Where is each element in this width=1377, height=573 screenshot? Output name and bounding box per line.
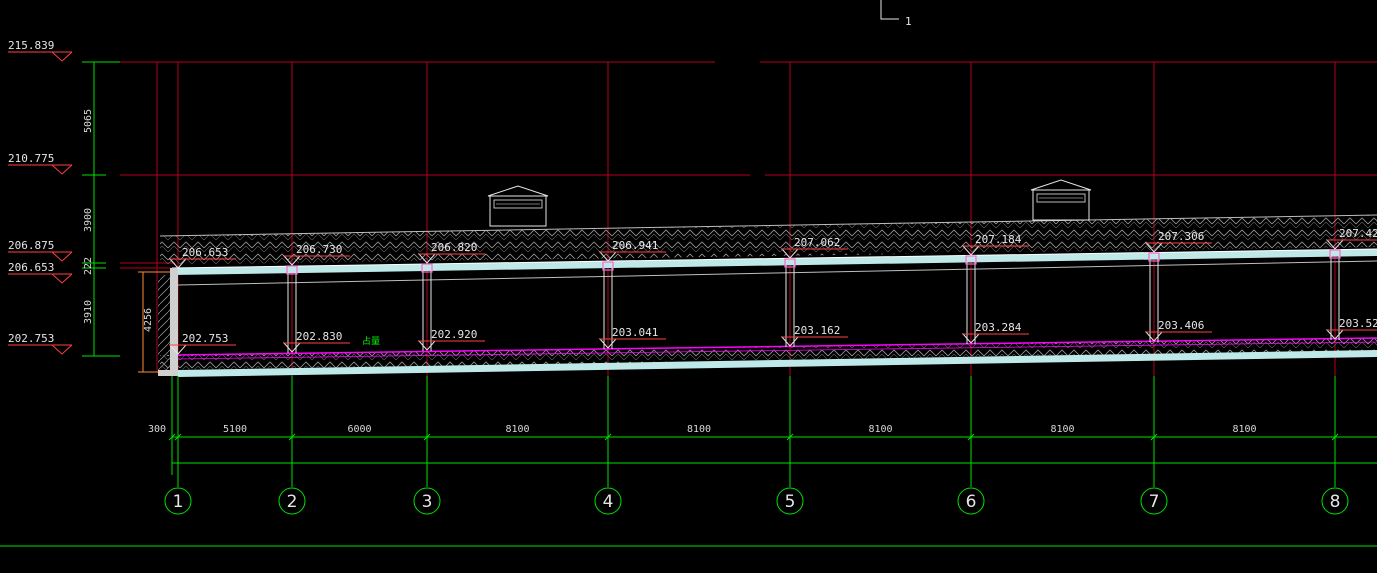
roof-elevation-marker: 206.941 bbox=[598, 239, 666, 262]
floor-elevation-marker: 202.753 bbox=[168, 332, 236, 355]
roof-elevation-label: 207.184 bbox=[975, 233, 1022, 246]
end-wall bbox=[170, 268, 178, 372]
roof-elevation-label: 207.306 bbox=[1158, 230, 1204, 243]
red-elevation-lines bbox=[120, 61, 1377, 269]
roof-elevation-marker: 206.820 bbox=[417, 241, 485, 264]
end-wall-cap bbox=[158, 370, 178, 376]
axis-label: 1 bbox=[173, 492, 184, 512]
backfill-soil bbox=[160, 215, 1377, 265]
floor-elevation-marker: 203.162 bbox=[780, 324, 848, 347]
floor-elevation-label: 202.753 bbox=[182, 332, 228, 345]
axis-bubble: 8 bbox=[1321, 475, 1349, 515]
roof-elevation-marker: 206.730 bbox=[282, 243, 350, 266]
floor-elevation-label: 203.406 bbox=[1158, 319, 1204, 332]
span-dimension-label: 8100 bbox=[1232, 424, 1256, 435]
column bbox=[421, 263, 433, 351]
roof-elevation-label: 207.062 bbox=[794, 236, 840, 249]
span-dimension-label: 8100 bbox=[868, 424, 892, 435]
floor-elevation-label: 203.041 bbox=[612, 326, 658, 339]
vdim-5065: 5065 bbox=[83, 109, 94, 133]
axis-bubbles: 1 2 3 4 5 6 7 8 bbox=[164, 475, 1349, 515]
left-elevation-label: 206.875 bbox=[8, 239, 54, 252]
span-dimension-label: 300 bbox=[148, 424, 166, 435]
floor-elevation-label: 202.830 bbox=[296, 330, 342, 343]
floor-elevation-marker: 203.041 bbox=[598, 326, 666, 349]
roof-elevation-marker: 206.653 bbox=[168, 246, 236, 269]
roof-elevation-marker: 207.062 bbox=[780, 236, 848, 259]
roof-elevation-label: 207.42 bbox=[1339, 227, 1377, 240]
roof-slab bbox=[172, 249, 1377, 275]
left-elevation-marker: 210.775 bbox=[8, 152, 73, 175]
roof-vent-icon bbox=[1030, 179, 1092, 221]
roof-elevation-label: 206.730 bbox=[296, 243, 342, 256]
axis-bubble: 3 bbox=[413, 475, 441, 515]
floor-elevation-marker: 203.284 bbox=[961, 321, 1029, 344]
vdim-222: 222 bbox=[83, 257, 94, 275]
structure-elevation-labels: 206.653 202.753 206.730 202.830 206.820 202.9… bbox=[168, 227, 1377, 355]
horizontal-dimension-chain: 300 5100 6000 8100 8100 8100 8100 8100 bbox=[148, 376, 1377, 475]
ceiling-line bbox=[177, 260, 1377, 286]
left-elevation-markers: 215.839 210.775 206.875 206.653 202.753 bbox=[8, 39, 73, 355]
green-mark-label: 占量 bbox=[362, 335, 380, 347]
axis-bubble: 2 bbox=[278, 475, 306, 515]
axis-bubble: 7 bbox=[1140, 475, 1168, 515]
floor-elevation-marker: 202.830 bbox=[282, 330, 350, 353]
axis-label: 3 bbox=[422, 492, 433, 512]
left-elevation-label: 210.775 bbox=[8, 152, 54, 165]
left-elevation-label: 206.653 bbox=[8, 261, 54, 274]
left-elevation-marker: 215.839 bbox=[8, 39, 73, 62]
floor-elevation-marker: 203.406 bbox=[1144, 319, 1212, 342]
axis-label: 2 bbox=[287, 492, 298, 512]
left-elevation-marker: 206.875 bbox=[8, 239, 73, 262]
vertical-dimension-chain: 5065 3900 222 3910 bbox=[82, 61, 120, 357]
roof-elevation-marker: 207.42 bbox=[1325, 227, 1377, 250]
column bbox=[286, 265, 298, 353]
span-dimension-label: 6000 bbox=[347, 424, 371, 435]
roof-vent-icon bbox=[487, 185, 549, 227]
column bbox=[602, 261, 614, 349]
column bbox=[784, 258, 796, 347]
vdim-3910: 3910 bbox=[83, 300, 94, 324]
section-view-marker: 1 bbox=[880, 0, 912, 28]
axis-label: 6 bbox=[966, 492, 977, 512]
left-elevation-label: 202.753 bbox=[8, 332, 54, 345]
axis-bubble: 6 bbox=[957, 475, 985, 515]
floor-elevation-label: 202.920 bbox=[431, 328, 477, 341]
columns bbox=[286, 249, 1341, 353]
floor-elevation-label: 203.284 bbox=[975, 321, 1022, 334]
roof-elevation-label: 206.820 bbox=[431, 241, 477, 254]
axis-label: 4 bbox=[603, 492, 614, 512]
floor-slab bbox=[178, 350, 1377, 377]
floor-elevation-marker: 202.920 bbox=[417, 328, 485, 351]
column bbox=[1329, 249, 1341, 340]
axis-bubble: 5 bbox=[776, 475, 804, 515]
left-elevation-label: 215.839 bbox=[8, 39, 54, 52]
roof-elevation-marker: 207.306 bbox=[1144, 230, 1212, 253]
wall-height-label: 4256 bbox=[143, 308, 154, 332]
roof-elevation-label: 206.941 bbox=[612, 239, 658, 252]
vdim-3900: 3900 bbox=[83, 208, 94, 232]
roof-elevation-marker: 207.184 bbox=[961, 233, 1029, 256]
axis-label: 7 bbox=[1149, 492, 1160, 512]
span-dimension-label: 5100 bbox=[223, 424, 247, 435]
column bbox=[965, 255, 977, 344]
left-elevation-marker: 206.653 bbox=[8, 261, 73, 284]
axis-bubble: 1 bbox=[164, 475, 192, 515]
axis-label: 8 bbox=[1330, 492, 1341, 512]
span-dimension-label: 8100 bbox=[687, 424, 711, 435]
roof-elevation-label: 206.653 bbox=[182, 246, 228, 259]
span-dimension-label: 8100 bbox=[1050, 424, 1074, 435]
left-elevation-marker: 202.753 bbox=[8, 332, 73, 355]
floor-elevation-label: 203.162 bbox=[794, 324, 840, 337]
floor-magenta-line bbox=[177, 337, 1377, 356]
end-wall-hatch bbox=[158, 275, 170, 370]
floor-elevation-marker: 203.52 bbox=[1325, 317, 1377, 340]
axis-bubble: 4 bbox=[594, 475, 622, 515]
column bbox=[1148, 252, 1160, 342]
floor-elevation-label: 203.52 bbox=[1339, 317, 1377, 330]
axis-label: 5 bbox=[785, 492, 796, 512]
view-marker-label: 1 bbox=[905, 15, 912, 28]
span-dimension-label: 8100 bbox=[505, 424, 529, 435]
